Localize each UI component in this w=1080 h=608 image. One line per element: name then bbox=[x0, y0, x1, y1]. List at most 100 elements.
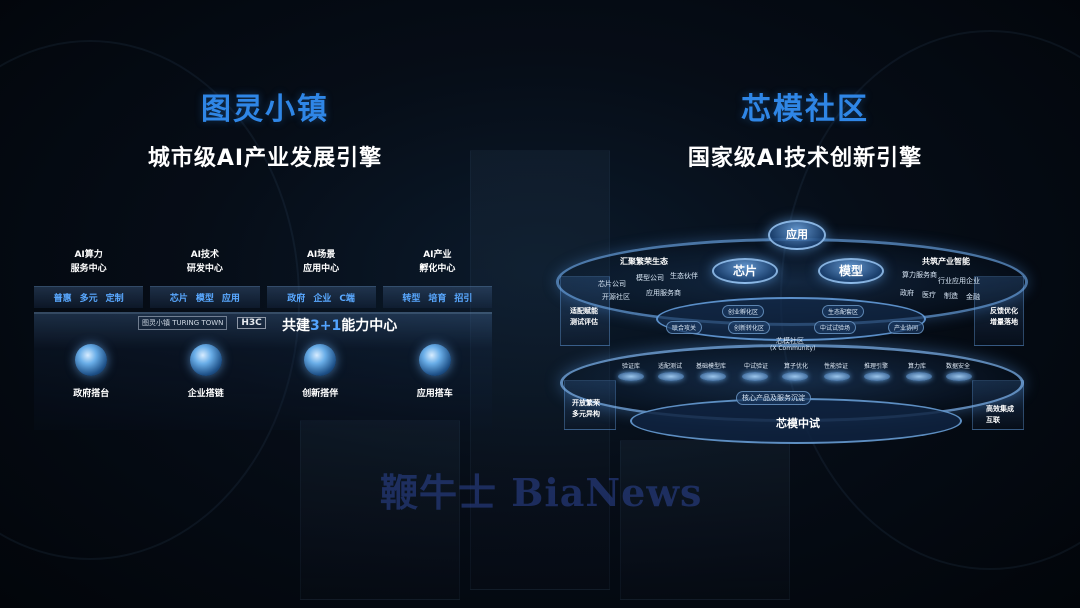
zone-pill: 产业协同 bbox=[888, 321, 925, 334]
application-node: 应用 bbox=[768, 220, 826, 250]
circle-item: 政府搭台 bbox=[41, 344, 141, 399]
tag: 企业 bbox=[313, 294, 332, 304]
card-heading: AI技术 研发中心 bbox=[150, 248, 259, 282]
chip-icon bbox=[946, 372, 972, 381]
slogan-highlight: 3+1 bbox=[310, 318, 342, 334]
building-icon bbox=[75, 344, 108, 376]
chip-label: 推理引擎 bbox=[864, 363, 889, 370]
wall-line: 高效集成 bbox=[986, 405, 1014, 413]
wall-line: 多元异构 bbox=[572, 410, 600, 418]
center-slogan: 共建3+1能力中心 bbox=[282, 315, 397, 335]
industry-label: 共筑产业智能 bbox=[922, 257, 970, 266]
tag: 普惠 bbox=[53, 294, 72, 304]
support-circles: 政府搭台 企业搭链 创新搭伴 应用搭车 bbox=[34, 344, 492, 399]
ecosystem-item: 生态伙伴 bbox=[670, 272, 698, 280]
card-tech: AI技术 研发中心 芯片 模型 应用 bbox=[150, 248, 260, 308]
capability-cards: AI算力 服务中心 普惠 多元 定制 AI技术 研发中心 芯片 模型 应用 AI… bbox=[34, 248, 492, 308]
community-sub: (X Community) bbox=[770, 345, 816, 352]
core-label: 核心产品及服务沉淀 bbox=[736, 391, 811, 405]
card-heading-line: AI技术 bbox=[190, 250, 220, 260]
tag: 芯片 bbox=[169, 294, 188, 304]
tag: C端 bbox=[339, 294, 355, 304]
chip-label: 中试验证 bbox=[744, 363, 769, 370]
community-label: 芯模社区 bbox=[776, 337, 804, 345]
industry-item: 政府 bbox=[900, 289, 914, 297]
pilot-label: 芯模中试 bbox=[776, 417, 820, 430]
card-tags: 政府 企业 C端 bbox=[266, 286, 376, 308]
card-heading-line: AI场景 bbox=[306, 250, 336, 260]
chip-icon bbox=[742, 372, 768, 381]
left-main-title: 图灵小镇 bbox=[201, 92, 329, 127]
industry-item: 行业应用企业 bbox=[938, 277, 980, 285]
wall-line: 适配赋能 bbox=[570, 307, 598, 315]
watermark: 鞭牛士 BiaNews bbox=[380, 470, 703, 515]
card-heading: AI场景 应用中心 bbox=[267, 248, 376, 282]
ecosystem-label: 汇聚繁荣生态 bbox=[620, 257, 668, 266]
right-wall-label: 反馈优化 增量落地 bbox=[990, 306, 1018, 328]
industry-item: 医疗 bbox=[922, 291, 936, 299]
wall-line: 测试评估 bbox=[570, 318, 598, 326]
tag: 转型 bbox=[402, 294, 421, 304]
zone-pill: 中试试验场 bbox=[814, 321, 857, 334]
chip-icon bbox=[906, 372, 932, 381]
tag: 模型 bbox=[195, 294, 214, 304]
card-heading: AI产业 孵化中心 bbox=[383, 248, 492, 282]
zone-pill: 创新转化区 bbox=[728, 321, 771, 334]
chip-node: 芯片 bbox=[712, 258, 778, 284]
chip-icon bbox=[864, 372, 890, 381]
chip-label: 数据安全 bbox=[946, 363, 971, 370]
chip-icon bbox=[658, 372, 684, 381]
lower-left-label: 开放繁荣 多元异构 bbox=[572, 398, 600, 420]
chip-label: 性能验证 bbox=[824, 363, 849, 370]
zone-pill: 创业孵化区 bbox=[722, 305, 765, 318]
industry-item: 金融 bbox=[966, 293, 980, 301]
wall-line: 增量落地 bbox=[990, 318, 1018, 326]
card-heading-line: AI算力 bbox=[74, 250, 103, 260]
tag: 培育 bbox=[428, 294, 447, 304]
chip-icon bbox=[824, 372, 850, 381]
card-heading-line: 孵化中心 bbox=[419, 264, 456, 274]
ecosystem-item: 开源社区 bbox=[602, 293, 630, 301]
card-heading-line: 服务中心 bbox=[70, 264, 107, 274]
right-main-title: 芯模社区 bbox=[741, 92, 869, 127]
circle-label: 应用搭车 bbox=[416, 389, 453, 399]
circle-item: 创新搭伴 bbox=[270, 344, 370, 399]
capability-platform bbox=[34, 312, 492, 430]
background-rack bbox=[620, 440, 790, 600]
circle-item: 应用搭车 bbox=[385, 344, 485, 399]
card-tags: 芯片 模型 应用 bbox=[150, 286, 260, 308]
card-heading: AI算力 服务中心 bbox=[34, 248, 143, 282]
tag: 政府 bbox=[287, 294, 306, 304]
circle-label: 创新搭伴 bbox=[302, 389, 339, 399]
card-tags: 普惠 多元 定制 bbox=[34, 286, 144, 308]
h3c-logo: H3C bbox=[237, 317, 266, 329]
zone-pill: 生态配套区 bbox=[822, 305, 865, 318]
background-rack bbox=[300, 420, 460, 600]
ecosystem-item: 模型公司 bbox=[636, 274, 664, 282]
community-ring bbox=[656, 297, 926, 341]
ecosystem-item: 应用服务商 bbox=[646, 289, 681, 297]
ecosystem-item: 芯片公司 bbox=[598, 280, 626, 288]
circle-item: 企业搭链 bbox=[156, 344, 256, 399]
turing-town-logo: 图灵小镇 TURING TOWN bbox=[138, 316, 228, 330]
wall-line: 反馈优化 bbox=[990, 307, 1018, 315]
model-node: 模型 bbox=[818, 258, 884, 284]
chip-icon bbox=[782, 372, 808, 381]
chip-label: 基础模型库 bbox=[696, 363, 727, 370]
industry-item: 算力服务商 bbox=[902, 271, 937, 279]
wall-line: 互联 bbox=[986, 416, 1000, 424]
handshake-icon bbox=[304, 344, 337, 376]
tag: 应用 bbox=[221, 294, 240, 304]
chip-icon bbox=[700, 372, 726, 381]
tag: 定制 bbox=[105, 294, 124, 304]
tag: 招引 bbox=[454, 294, 473, 304]
wall-line: 开放繁荣 bbox=[572, 399, 600, 407]
zone-pill: 联合攻关 bbox=[666, 321, 703, 334]
chip-label: 验证库 bbox=[622, 363, 641, 370]
robot-hand-icon bbox=[418, 344, 451, 376]
card-scene: AI场景 应用中心 政府 企业 C端 bbox=[266, 248, 376, 308]
chip-label: 适配测试 bbox=[658, 363, 683, 370]
industry-item: 制造 bbox=[944, 292, 958, 300]
card-compute: AI算力 服务中心 普惠 多元 定制 bbox=[34, 248, 144, 308]
left-wall-label: 适配赋能 测试评估 bbox=[570, 306, 598, 328]
